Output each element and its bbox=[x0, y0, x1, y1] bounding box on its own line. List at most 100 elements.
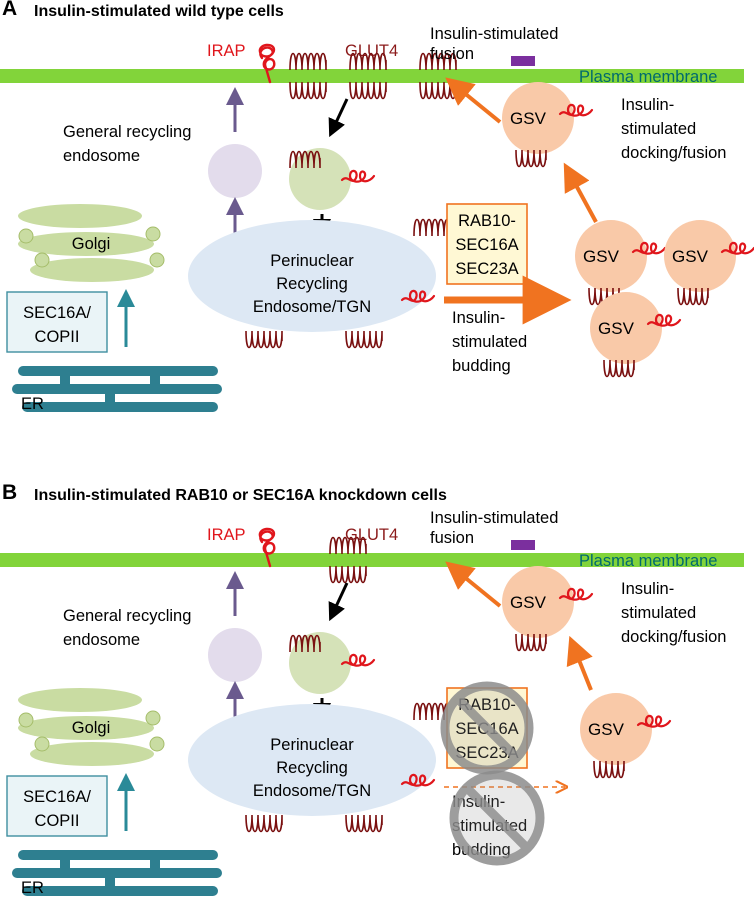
sec16a-copii-box bbox=[6, 291, 108, 353]
docking-label-line-1: Insulin- bbox=[621, 96, 674, 114]
golgi-vesicle bbox=[18, 712, 34, 728]
gsv-irap bbox=[631, 241, 667, 255]
prohibit-rab10-box bbox=[440, 681, 534, 775]
gsv-label: GSV bbox=[588, 720, 625, 739]
docking-label-line-3: docking/fusion bbox=[621, 144, 727, 162]
perinuclear-label-line-3: Endosome/TGN bbox=[253, 298, 371, 316]
gsv-budded-1: GSV bbox=[580, 693, 672, 779]
gsv-budded-3: GSV bbox=[590, 292, 682, 378]
general-endosome bbox=[208, 628, 262, 682]
rab10-box-label-line-3: SEC23A bbox=[455, 260, 518, 278]
er bbox=[12, 850, 222, 896]
gsv-docking: GSV bbox=[502, 82, 594, 168]
gsv-glut4 bbox=[515, 149, 547, 168]
fusion-label-line-1: Insulin-stimulated bbox=[430, 509, 558, 527]
internalized-vesicle bbox=[289, 148, 351, 210]
glut4-membrane-1b bbox=[329, 565, 367, 584]
docking-label-line-1: Insulin- bbox=[621, 580, 674, 598]
perinuclear-endosome bbox=[188, 704, 436, 816]
vesicle-irap bbox=[340, 169, 376, 183]
rab10-box-label-line-1: RAB10- bbox=[458, 212, 516, 230]
irap-label: IRAP bbox=[207, 42, 246, 60]
glut4-membrane-3b bbox=[419, 81, 457, 100]
arrow-gsv-to-membrane bbox=[445, 77, 502, 124]
glut4-membrane-2 bbox=[349, 52, 387, 71]
vesicle-irap bbox=[340, 653, 376, 667]
gsv-body bbox=[590, 292, 662, 364]
arrow-gsv-to-docking bbox=[566, 635, 593, 691]
glut4-membrane-3 bbox=[419, 52, 457, 71]
arrow-gsv-to-docking bbox=[563, 162, 598, 223]
golgi-label: Golgi bbox=[72, 719, 111, 737]
panel-b: B Insulin-stimulated RAB10 or SEC16A knoc… bbox=[0, 481, 744, 897]
budding-label-line-3: budding bbox=[452, 357, 511, 375]
arrow-endocytosis bbox=[328, 98, 349, 138]
er bbox=[12, 366, 222, 412]
gsv-budded-1: GSV bbox=[575, 220, 667, 306]
sec16a-copii-label-line-1: SEC16A/ bbox=[23, 304, 91, 322]
gsv-label: GSV bbox=[510, 593, 547, 612]
gsv-irap bbox=[558, 587, 594, 601]
docking-label-line-2: stimulated bbox=[621, 604, 696, 622]
rab10-box bbox=[446, 203, 528, 285]
irap-membrane bbox=[258, 527, 276, 568]
docking-label-line-2: stimulated bbox=[621, 120, 696, 138]
perinuclear-label-line-1: Perinuclear bbox=[270, 252, 354, 270]
gsv-label: GSV bbox=[583, 247, 620, 266]
perinuclear-irap bbox=[400, 773, 436, 787]
general-endosome-label-line-1: General recycling bbox=[63, 123, 191, 141]
plasma-membrane bbox=[0, 69, 744, 83]
fusion-label-line-2: fusion bbox=[430, 529, 474, 547]
irap-label: IRAP bbox=[207, 526, 246, 544]
golgi bbox=[18, 204, 165, 282]
internalized-vesicle bbox=[289, 632, 351, 694]
general-endosome bbox=[208, 144, 262, 198]
golgi-label: Golgi bbox=[72, 235, 111, 253]
golgi-vesicle bbox=[149, 736, 165, 752]
general-endosome-label-line-1: General recycling bbox=[63, 607, 191, 625]
glut4-membrane-2b bbox=[349, 81, 387, 100]
glut4-label: GLUT4 bbox=[345, 42, 398, 60]
golgi-vesicle bbox=[145, 710, 161, 726]
budding-label-line-2: stimulated bbox=[452, 333, 527, 351]
perinuclear-label-line-1: Perinuclear bbox=[270, 736, 354, 754]
docking-label-line-3: docking/fusion bbox=[621, 628, 727, 646]
gsv-glut4 bbox=[515, 633, 547, 652]
gsv-body bbox=[575, 220, 647, 292]
golgi-vesicle bbox=[18, 228, 34, 244]
gsv-body bbox=[664, 220, 736, 292]
gsv-irap bbox=[720, 241, 754, 255]
general-endosome-label-line-2: endosome bbox=[63, 147, 140, 165]
gsv-body bbox=[502, 82, 574, 154]
sec16a-copii-label-line-1: SEC16A/ bbox=[23, 788, 91, 806]
perinuclear-irap bbox=[400, 289, 436, 303]
gsv-body bbox=[580, 693, 652, 765]
panel-title: Insulin-stimulated wild type cells bbox=[34, 3, 284, 20]
perinuclear-glut4-bottom-1 bbox=[245, 814, 283, 833]
golgi-vesicle bbox=[145, 226, 161, 242]
budding-label-line-1: Insulin- bbox=[452, 309, 505, 327]
sec16a-copii-box bbox=[6, 775, 108, 837]
glut4-membrane-1b bbox=[289, 81, 327, 100]
er-label: ER bbox=[21, 395, 44, 413]
general-endosome-label-line-2: endosome bbox=[63, 631, 140, 649]
gsv-irap bbox=[558, 103, 594, 117]
glut4-membrane-1 bbox=[289, 52, 327, 71]
arrow-gsv-to-membrane bbox=[445, 561, 502, 608]
fusion-label-line-2: fusion bbox=[430, 45, 474, 63]
perinuclear-glut4-bottom-2 bbox=[345, 330, 383, 349]
panel-title: Insulin-stimulated RAB10 or SEC16A knock… bbox=[34, 487, 447, 504]
gsv-label: GSV bbox=[510, 109, 547, 128]
gsv-glut4 bbox=[603, 359, 635, 378]
plasma-membrane-label: Plasma membrane bbox=[579, 552, 717, 570]
golgi-vesicle bbox=[149, 252, 165, 268]
docking-site bbox=[511, 540, 535, 550]
panel-letter: B bbox=[2, 481, 17, 504]
arrow-endocytosis bbox=[328, 582, 349, 622]
gsv-irap bbox=[646, 313, 682, 327]
vesicle-glut4 bbox=[289, 150, 321, 169]
gsv-irap bbox=[636, 714, 672, 728]
gsv-docking: GSV bbox=[502, 566, 594, 652]
